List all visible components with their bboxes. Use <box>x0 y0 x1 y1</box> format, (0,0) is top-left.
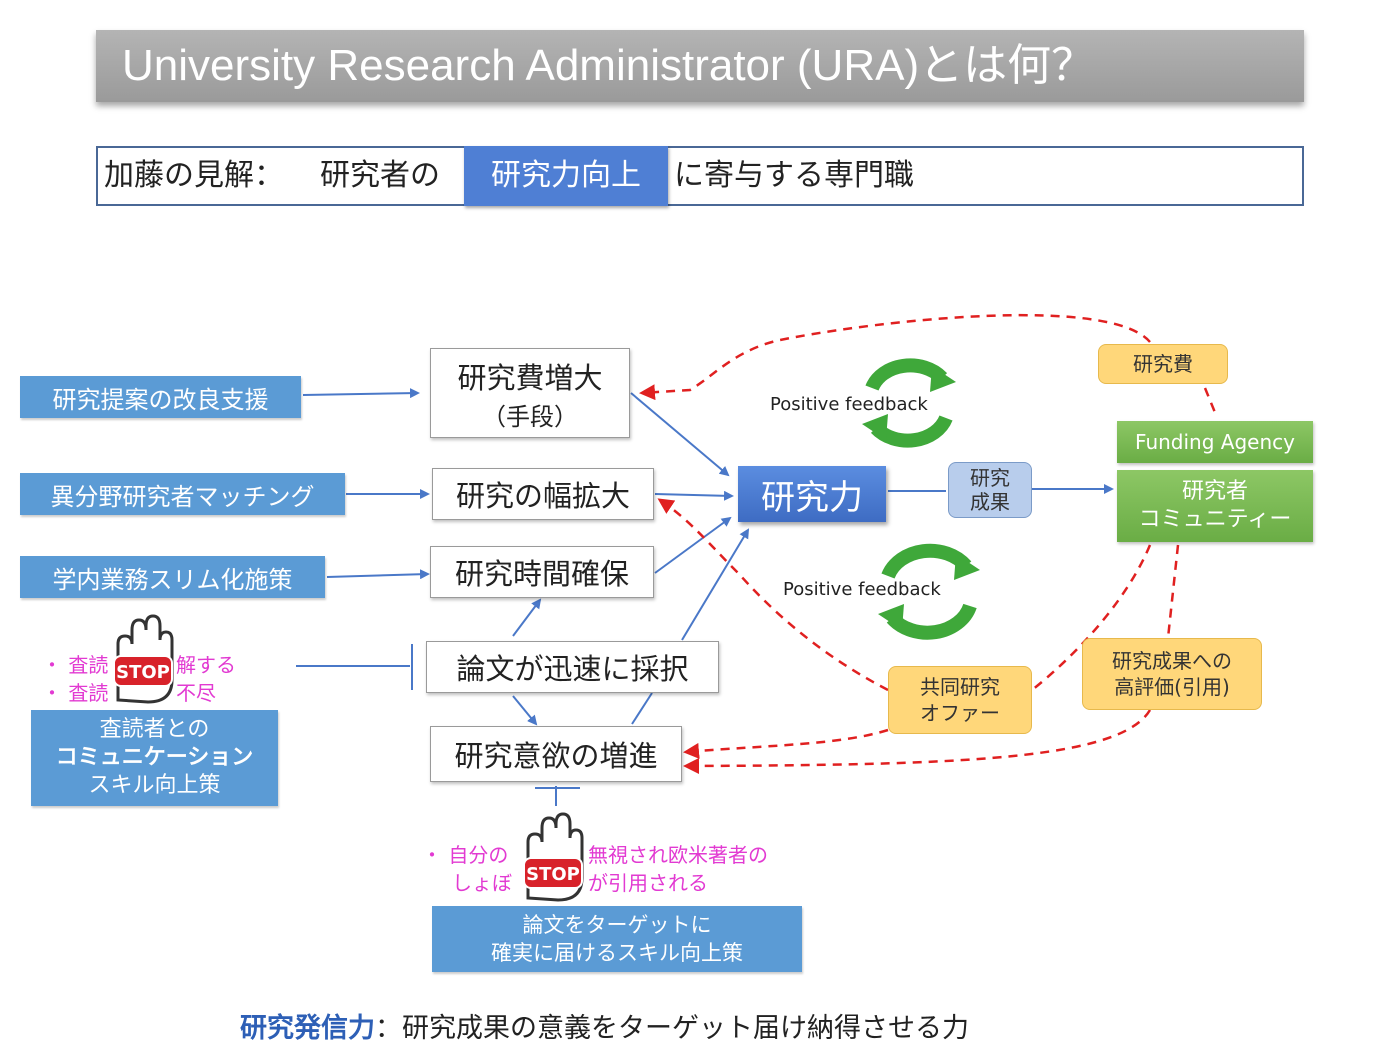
collab-line2: オファー <box>920 701 1000 725</box>
factor-motivation: 研究意欲の増進 <box>430 726 682 782</box>
footer-definition: 研究発信力：研究成果の意義をターゲット届け納得させる力 <box>240 1006 969 1045</box>
definition-before: 研究者の <box>320 158 440 193</box>
feedback-agency-to-funds <box>1203 387 1218 416</box>
support-admin-slimming: 学内業務スリム化施策 <box>20 556 325 598</box>
stop-bottom-bullet1: ・ 自分の <box>422 843 509 867</box>
action-left-line3: スキル向上策 <box>88 773 221 798</box>
stop-left-bullet1-tail: 解する <box>176 653 236 677</box>
eval-line1: 研究成果への <box>1112 649 1232 673</box>
action-targeted-delivery: 論文をターゲットに 確実に届けるスキル向上策 <box>432 906 802 972</box>
action-left-line1: 査読者との <box>99 717 210 742</box>
researcher-community: 研究者 コミュニティー <box>1117 470 1313 542</box>
positive-feedback-bottom: Positive feedback <box>783 579 941 600</box>
support-proposal-improvement: 研究提案の改良支援 <box>20 376 301 418</box>
community-line1: 研究者 <box>1181 479 1248 504</box>
arrow-acceptance-to-time <box>512 598 542 637</box>
stop-text-bottom: STOP <box>526 864 580 885</box>
line-motivation-to-acceptance <box>631 692 653 725</box>
footer-rest: ：研究成果の意義をターゲット届け納得させる力 <box>375 1013 969 1044</box>
arrow-time-to-core <box>654 516 732 574</box>
feedback-collab-to-breadth <box>657 498 889 692</box>
feedback-high-evaluation: 研究成果への 高評価(引用) <box>1082 638 1262 710</box>
arrow-slim-to-time <box>326 569 430 580</box>
page-title: University Research Administrator (URA)と… <box>96 30 1304 102</box>
footer-key: 研究発信力 <box>240 1013 375 1044</box>
outcome-line1: 研究 <box>970 466 1010 490</box>
cycle-icon-top <box>862 358 956 448</box>
stop-bottom-bullet1-tail: 無視され欧米著者の <box>588 843 768 867</box>
stop-bottom-bullet2: しょぼ <box>452 871 512 895</box>
feedback-collaboration-offer: 共同研究 オファー <box>888 666 1032 734</box>
arrow-acceptance-to-motivation <box>512 695 538 726</box>
research-outcome: 研究 成果 <box>948 462 1032 518</box>
feedback-eval-to-motivation <box>683 709 1152 774</box>
factor-fast-acceptance: 論文が迅速に採択 <box>426 641 719 693</box>
feedback-funds-to-funding <box>639 313 1151 401</box>
arrow-acceptance-to-core <box>681 528 750 641</box>
arrow-breadth-to-core <box>654 490 734 501</box>
factor-research-breadth: 研究の幅拡大 <box>432 468 654 520</box>
community-line2: コミュニティー <box>1138 507 1292 532</box>
stop-left-bullet1: ・ 査読 <box>42 653 109 677</box>
stop-hand-icon-left: STOP <box>113 614 174 704</box>
stop-bottom-bullet2-tail: が引用される <box>588 871 708 895</box>
stop-left-bullet2: ・ 査読 <box>42 681 109 705</box>
support-researcher-matching: 異分野研究者マッチング <box>20 473 345 515</box>
stop-hand-icon-bottom: STOP <box>523 812 584 902</box>
stop-text-left: STOP <box>116 662 170 683</box>
outcome-line2: 成果 <box>970 490 1010 514</box>
factor-research-time: 研究時間確保 <box>430 546 654 598</box>
action-left-line2: コミュニケーション <box>55 745 254 770</box>
feedback-collab-to-motivation <box>683 728 889 759</box>
factor-funding-increase: 研究費増大 （手段） <box>430 348 630 438</box>
definition-after: に寄与する専門職 <box>674 158 914 193</box>
feedback-community-to-eval <box>1166 544 1180 639</box>
collab-line1: 共同研究 <box>920 675 1000 699</box>
funding-agency: Funding Agency <box>1117 421 1313 463</box>
action-bottom-line1: 論文をターゲットに <box>522 913 712 937</box>
definition-highlight: 研究力向上 <box>464 146 668 206</box>
feedback-research-funds: 研究費 <box>1098 344 1228 384</box>
stop-left-bullet2-tail: 不尽 <box>176 681 216 705</box>
cycle-icon-bottom <box>878 543 980 640</box>
action-bottom-line2: 確実に届けるスキル向上策 <box>491 941 743 965</box>
positive-feedback-top: Positive feedback <box>770 394 928 415</box>
factor-funding-sub: （手段） <box>482 402 578 431</box>
core-research-power: 研究力 <box>738 466 886 522</box>
definition-prefix: 加藤の見解： <box>104 158 284 193</box>
arrow-funding-to-core <box>630 392 730 477</box>
factor-funding-label: 研究費増大 <box>457 360 603 395</box>
action-reviewer-communication: 査読者との コミュニケーション スキル向上策 <box>31 710 278 806</box>
eval-line2: 高評価(引用) <box>1114 675 1230 699</box>
arrow-proposal-to-funding <box>302 388 420 399</box>
definition-box: 加藤の見解： 研究者の 研究力向上 に寄与する専門職 <box>96 146 1304 206</box>
feedback-community-to-collab <box>1031 544 1152 691</box>
